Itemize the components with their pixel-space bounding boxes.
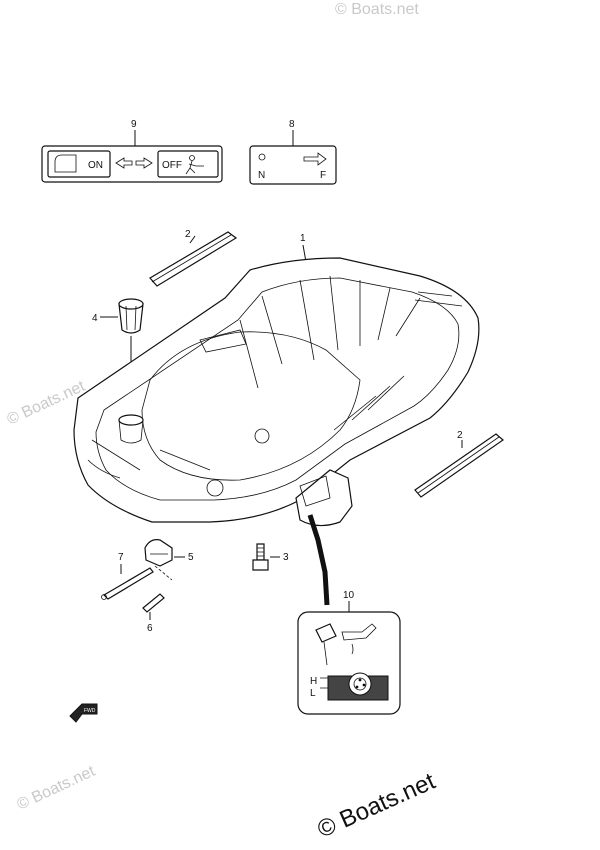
decal-9-on: ON	[88, 160, 103, 171]
watermark-top: © Boats.net	[335, 1, 419, 18]
callout-7: 7	[118, 552, 124, 563]
clamp-5[interactable]: 5	[144, 539, 194, 581]
decal-10-h: H	[310, 676, 317, 687]
decal-10[interactable]: 10 H L	[297, 590, 401, 715]
callout-6: 6	[147, 623, 153, 634]
bottom-cowling-1[interactable]: 1	[73, 233, 480, 527]
tie-strap-7[interactable]: 7	[101, 552, 154, 600]
bolt-3[interactable]: 3	[252, 543, 289, 571]
decal-8-f: F	[320, 170, 326, 181]
callout-9: 9	[131, 119, 137, 130]
seal-strip-2-top[interactable]: 2	[149, 229, 238, 287]
decal-9-off: OFF	[162, 160, 182, 171]
callout-3: 3	[283, 552, 289, 563]
callout-8: 8	[289, 119, 295, 130]
decal-10-leader	[307, 514, 330, 606]
forward-arrow-icon: FWD	[69, 703, 98, 723]
callout-5: 5	[188, 552, 194, 563]
decal-9[interactable]: 9 ON OFF	[41, 119, 223, 183]
callout-2-top: 2	[185, 229, 191, 240]
decal-8[interactable]: 8 N F	[249, 119, 337, 185]
callout-4: 4	[92, 313, 98, 324]
watermark-main: © Boats.net	[313, 768, 439, 844]
clip-6[interactable]: 6	[142, 593, 165, 634]
fwd-label: FWD	[84, 708, 96, 714]
callout-10: 10	[343, 590, 355, 601]
seal-strip-2-right[interactable]: 2	[414, 430, 504, 498]
callout-2-right: 2	[457, 430, 463, 441]
decal-8-n: N	[258, 170, 265, 181]
watermark-bottom-left: © Boats.net	[15, 763, 99, 814]
callout-1: 1	[300, 233, 306, 244]
decal-10-l: L	[310, 688, 316, 699]
